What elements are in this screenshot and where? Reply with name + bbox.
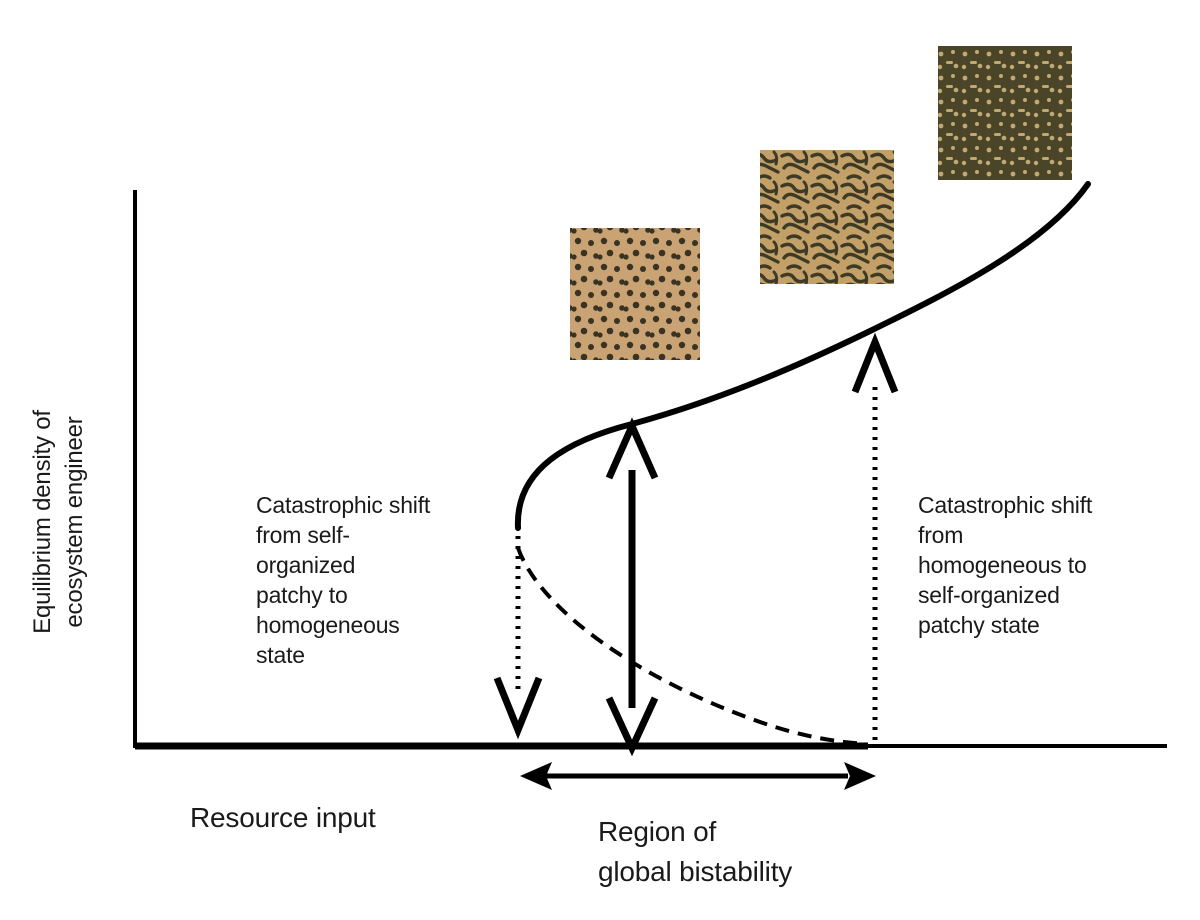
bistability-double-arrow	[520, 762, 876, 790]
bistability-region-label: Region of global bistability	[598, 816, 793, 887]
shift-to-patchy-label: Catastrophic shift from homogeneous to s…	[918, 492, 1093, 638]
spots-pattern-image	[570, 228, 700, 360]
y-axis-label: Equilibrium density of ecosystem enginee…	[29, 410, 88, 634]
gaps-pattern-image	[938, 46, 1072, 180]
x-axis-label: Resource input	[190, 802, 376, 833]
labyrinth-pattern-image	[760, 150, 894, 284]
shift-down-arrow	[493, 536, 543, 740]
stability-double-arrow	[605, 417, 659, 757]
shift-to-homogeneous-label: Catastrophic shift from self- organized …	[256, 492, 431, 668]
shift-up-arrow	[851, 332, 899, 740]
unstable-branch	[516, 547, 867, 746]
upper-stable-branch	[514, 181, 1091, 531]
